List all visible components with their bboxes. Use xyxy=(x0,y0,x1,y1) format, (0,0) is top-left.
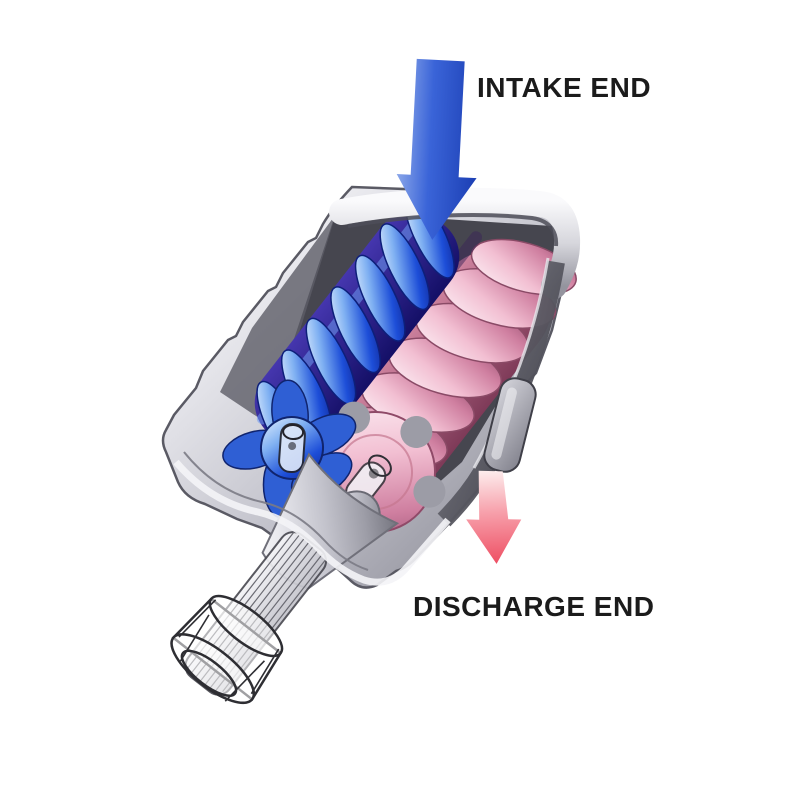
shaft-coupling-wireframe xyxy=(170,594,284,705)
intake-arrow-icon xyxy=(396,58,477,240)
discharge-port-boss xyxy=(483,377,537,473)
male-rotor-lobe xyxy=(354,254,406,342)
male-hub-key xyxy=(288,442,297,451)
bottom-flange-highlight xyxy=(173,459,451,586)
coupling-inner-rim xyxy=(208,594,284,658)
drive-shaft-assembly xyxy=(170,452,400,705)
female-end-gap xyxy=(413,475,446,508)
coupling-bore xyxy=(180,649,238,697)
male-rotor-lobe xyxy=(330,286,381,374)
female-end-gap xyxy=(400,416,433,449)
male-hub-bore-top xyxy=(282,424,305,441)
discharge-end-label: DISCHARGE END xyxy=(413,591,654,622)
intake-rim-inner-edge xyxy=(347,212,559,247)
female-hub-key xyxy=(368,468,379,479)
male-hub-keyway xyxy=(278,422,306,474)
coupling-segments xyxy=(178,599,280,702)
intake-rim xyxy=(329,187,581,299)
housing-cavity-shadow xyxy=(220,214,336,420)
intake-end-label: INTAKE END xyxy=(477,72,651,103)
bottom-flange-line xyxy=(183,451,369,571)
male-rotor-lobe xyxy=(379,223,431,311)
boss-highlight xyxy=(491,387,517,460)
housing-details xyxy=(173,187,581,586)
discharge-arrow-icon xyxy=(466,470,522,564)
